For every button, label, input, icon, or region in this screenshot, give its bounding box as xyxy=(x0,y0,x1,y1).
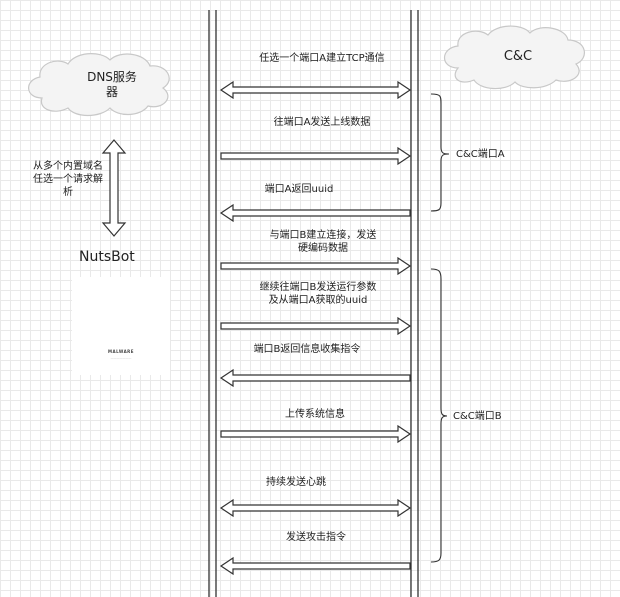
message-9-line1: 发送攻击指令 xyxy=(286,532,346,543)
message-6-line1: 端口B返回信息收集指令 xyxy=(253,344,361,355)
dns-label-line1: DNS服务 xyxy=(87,70,137,84)
message-arrow-2 xyxy=(220,146,412,166)
message-label-1: 任选一个端口A建立TCP通信 xyxy=(259,52,384,65)
message-arrow-6 xyxy=(219,368,411,388)
message-7-line1: 上传系统信息 xyxy=(285,409,345,420)
dns-cloud xyxy=(28,53,170,117)
dns-query-line3: 析 xyxy=(63,187,73,198)
message-label-9: 发送攻击指令 xyxy=(286,531,346,544)
message-label-4: 与端口B建立连接，发送 硬编码数据 xyxy=(270,229,377,255)
message-label-6: 端口B返回信息收集指令 xyxy=(254,343,361,356)
message-1-line1: 任选一个端口A建立TCP通信 xyxy=(259,53,385,64)
malware-card: MALWARE ——————— xyxy=(72,277,170,375)
message-label-2: 往端口A发送上线数据 xyxy=(274,116,371,129)
bot-label: NutsBot xyxy=(79,249,135,265)
message-4-line2: 硬编码数据 xyxy=(298,243,348,254)
dns-query-label: 从多个内置域名 任选一个请求解 析 xyxy=(33,160,103,199)
message-label-8: 持续发送心跳 xyxy=(266,476,326,489)
cnc-server-label: C&C xyxy=(503,49,533,64)
port-b-bracket xyxy=(430,268,448,563)
message-arrows xyxy=(219,80,412,576)
dns-label-line2: 器 xyxy=(105,85,118,99)
dns-query-arrow xyxy=(101,139,127,237)
cnc-cloud xyxy=(443,25,585,90)
cnc-lifeline xyxy=(410,10,419,597)
port-a-bracket xyxy=(430,93,450,212)
message-2-line1: 往端口A发送上线数据 xyxy=(273,117,371,128)
message-arrow-4 xyxy=(220,256,412,276)
dns-query-line2: 任选一个请求解 xyxy=(33,174,103,185)
dns-server-label: DNS服务 器 xyxy=(72,70,152,100)
malware-caption-sub: ——————— xyxy=(110,356,132,360)
message-label-7: 上传系统信息 xyxy=(285,408,345,421)
message-arrow-9 xyxy=(219,556,411,576)
message-5-line1: 继续往端口B发送运行参数 xyxy=(259,282,377,293)
message-label-3: 端口A返回uuid xyxy=(265,183,334,196)
dns-query-line1: 从多个内置域名 xyxy=(33,161,103,172)
message-8-line1: 持续发送心跳 xyxy=(266,477,326,488)
message-5-line2: 及从端口A获取的uuid xyxy=(268,295,368,306)
message-3-line1: 端口A返回uuid xyxy=(264,184,334,195)
message-4-line1: 与端口B建立连接，发送 xyxy=(269,230,377,241)
message-arrow-5 xyxy=(220,316,412,336)
message-arrow-8 xyxy=(219,498,412,518)
message-arrow-3 xyxy=(219,203,411,223)
bot-lifeline xyxy=(208,10,217,597)
port-b-label: C&C端口B xyxy=(453,411,502,422)
message-label-5: 继续往端口B发送运行参数 及从端口A获取的uuid xyxy=(260,281,377,307)
port-a-label: C&C端口A xyxy=(456,149,505,160)
malware-caption: MALWARE xyxy=(108,349,134,354)
message-arrow-7 xyxy=(220,424,412,444)
message-arrow-1 xyxy=(219,80,412,100)
